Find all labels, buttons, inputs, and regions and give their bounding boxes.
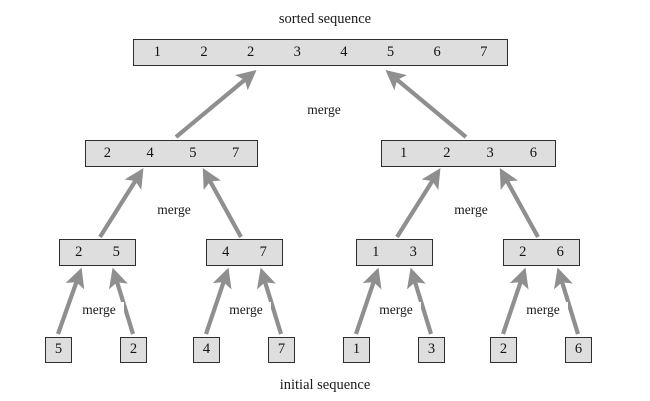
cell-value: 7: [277, 341, 286, 358]
leaf-box-7: 2: [490, 337, 517, 363]
cell-value: 2: [129, 341, 138, 358]
cell-value: 4: [202, 341, 211, 358]
cell-value: 2: [200, 43, 208, 60]
cell-value: 5: [189, 144, 197, 161]
merge-label-mid-left: merge: [149, 202, 199, 217]
cell-value: 3: [409, 243, 417, 260]
cell-value: 2: [499, 341, 508, 358]
arrow-pair2-to-left-half: [202, 167, 243, 239]
merge-label-bottom-3: merge: [371, 302, 421, 317]
cell-value: 6: [574, 341, 583, 358]
cell-value: 2: [103, 144, 111, 161]
cell-value: 7: [480, 43, 488, 60]
arrow-pair3-to-right-half: [395, 168, 441, 239]
pair-box-1: 2 5: [59, 239, 136, 266]
initial-sequence-caption: initial sequence: [279, 377, 371, 393]
leaf-box-3: 4: [193, 337, 220, 363]
cell-value: 2: [519, 243, 527, 260]
cell-value: 7: [259, 243, 267, 260]
cell-value: 5: [54, 341, 63, 358]
leaf-box-5: 1: [343, 337, 370, 363]
arrow-left-half-to-sorted: [174, 70, 257, 139]
left-half-box: 2 4 5 7: [85, 140, 258, 167]
cell-value: 5: [112, 243, 120, 260]
leaf-box-1: 5: [45, 337, 72, 363]
cell-value: 2: [75, 243, 83, 260]
sorted-sequence-box: 1 2 2 3 4 5 6 7: [133, 39, 508, 66]
cell-value: 7: [232, 144, 240, 161]
cell-value: 3: [293, 43, 301, 60]
cell-value: 4: [222, 243, 230, 260]
sorted-sequence-caption: sorted sequence: [278, 11, 372, 27]
pair-box-2: 4 7: [206, 239, 283, 266]
cell-value: 5: [386, 43, 395, 60]
cell-value: 4: [340, 43, 348, 60]
right-half-box: 1 2 3 6: [381, 140, 556, 167]
cell-value: 3: [486, 144, 494, 161]
leaf-box-2: 2: [120, 337, 147, 363]
merge-label-bottom-1: merge: [74, 302, 124, 317]
cell-value: 2: [246, 43, 255, 60]
cell-value: 6: [556, 243, 564, 260]
leaf-box-4: 7: [268, 337, 295, 363]
cell-value: 1: [400, 144, 408, 161]
leaf-box-6: 3: [418, 337, 445, 363]
leaf-box-8: 6: [565, 337, 592, 363]
merge-label-bottom-4: merge: [518, 302, 568, 317]
cell-value: 2: [443, 144, 451, 161]
cell-value: 6: [433, 43, 441, 60]
cell-value: 4: [146, 144, 154, 161]
cell-value: 1: [153, 43, 161, 60]
cell-value: 3: [427, 341, 436, 358]
merge-label-bottom-2: merge: [221, 302, 271, 317]
pair-box-3: 1 3: [356, 239, 433, 266]
arrow-right-half-to-sorted: [385, 70, 468, 139]
merge-label-mid-right: merge: [446, 202, 496, 217]
arrow-pair1-to-left-half: [98, 168, 144, 239]
arrow-pair4-to-right-half: [499, 167, 540, 239]
cell-value: 6: [529, 144, 537, 161]
cell-value: 1: [352, 341, 361, 358]
merge-label-top: merge: [299, 102, 349, 117]
cell-value: 1: [372, 243, 380, 260]
pair-box-4: 2 6: [503, 239, 580, 266]
